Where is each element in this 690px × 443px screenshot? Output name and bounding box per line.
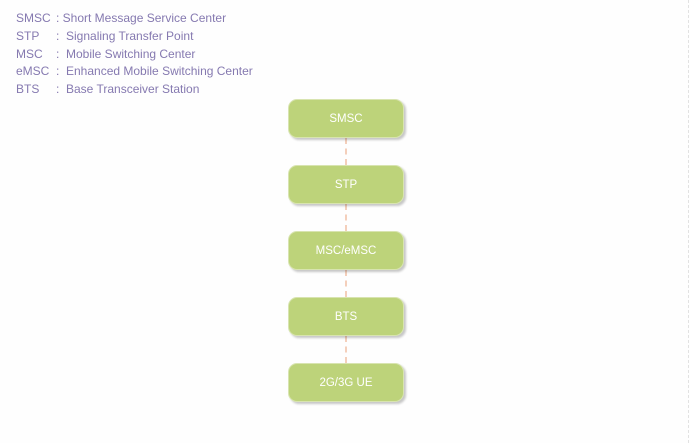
node-smsc: SMSC <box>288 99 404 138</box>
legend-item: STP : Signaling Transfer Point <box>16 28 253 46</box>
connector-bts-ue <box>345 336 347 363</box>
node-stp: STP <box>288 165 404 204</box>
node-bts: BTS <box>288 297 404 336</box>
legend-item: eMSC : Enhanced Mobile Switching Center <box>16 63 253 81</box>
legend-text: : Signaling Transfer Point <box>56 28 194 43</box>
node-ue: 2G/3G UE <box>288 363 404 402</box>
legend-item: MSC : Mobile Switching Center <box>16 46 253 64</box>
legend-abbr: STP <box>16 28 40 43</box>
legend-abbr: MSC <box>16 46 43 61</box>
legend-text: : Enhanced Mobile Switching Center <box>56 64 253 79</box>
legend-abbr: BTS <box>16 82 40 97</box>
legend-item: SMSC : Short Message Service Center <box>16 10 253 28</box>
legend-text: : Short Message Service Center <box>56 11 227 25</box>
node-msc-emsc: MSC/eMSC <box>288 231 404 270</box>
legend-text: : Base Transceiver Station <box>56 82 200 97</box>
connector-stp-msc <box>345 204 347 231</box>
connector-msc-bts <box>345 270 347 297</box>
legend-abbr: eMSC <box>16 64 50 79</box>
legend-abbr: SMSC <box>16 11 51 25</box>
legend-text: : Mobile Switching Center <box>56 46 196 61</box>
legend-item: BTS : Base Transceiver Station <box>16 81 253 99</box>
legend: SMSC : Short Message Service Center STP : … <box>16 10 253 99</box>
page-edge-divider <box>688 0 689 443</box>
connector-smsc-stp <box>345 138 347 165</box>
